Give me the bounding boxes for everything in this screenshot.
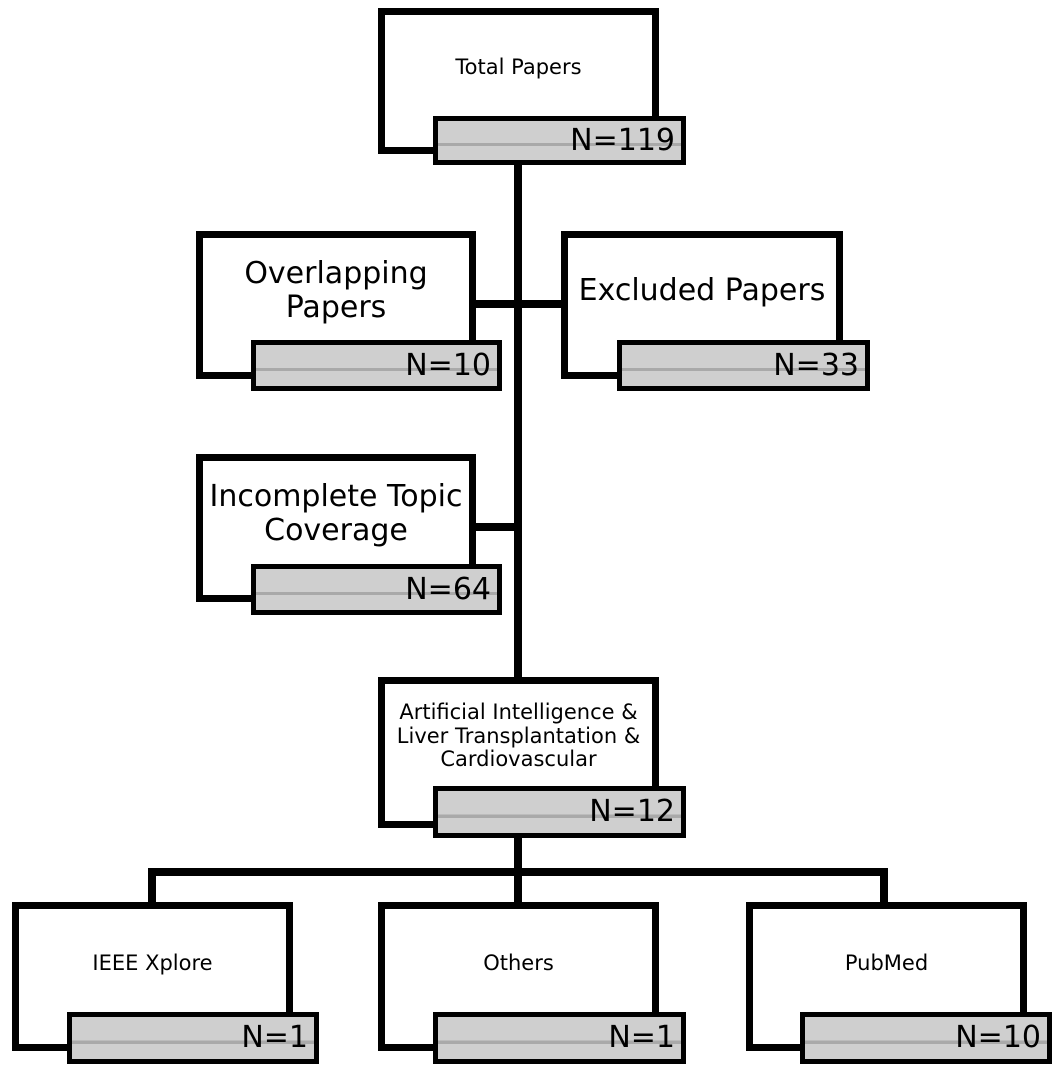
overlapping-papers-count: N=10 — [251, 340, 502, 391]
pubmed-label: PubMed — [844, 951, 929, 976]
pubmed-count: N=10 — [800, 1012, 1052, 1064]
excluded-papers-label: Excluded Papers — [578, 272, 826, 308]
overlapping-papers-label: Overlapping Papers — [244, 255, 428, 325]
ieee-xplore-count: N=1 — [67, 1012, 319, 1064]
ai-liver-cardio-count: N=12 — [433, 786, 686, 838]
incomplete-topic-label: Incomplete Topic Coverage — [209, 478, 463, 548]
ai-liver-cardio-label: Artificial Intelligence & Liver Transpla… — [396, 700, 641, 772]
others-count: N=1 — [433, 1012, 686, 1064]
total-papers-count: N=119 — [433, 116, 686, 165]
ieee-xplore-label: IEEE Xplore — [92, 951, 213, 976]
others-label: Others — [483, 951, 554, 976]
total-papers-label: Total Papers — [455, 54, 582, 79]
incomplete-topic-count: N=64 — [251, 564, 502, 615]
excluded-papers-count: N=33 — [617, 340, 870, 391]
